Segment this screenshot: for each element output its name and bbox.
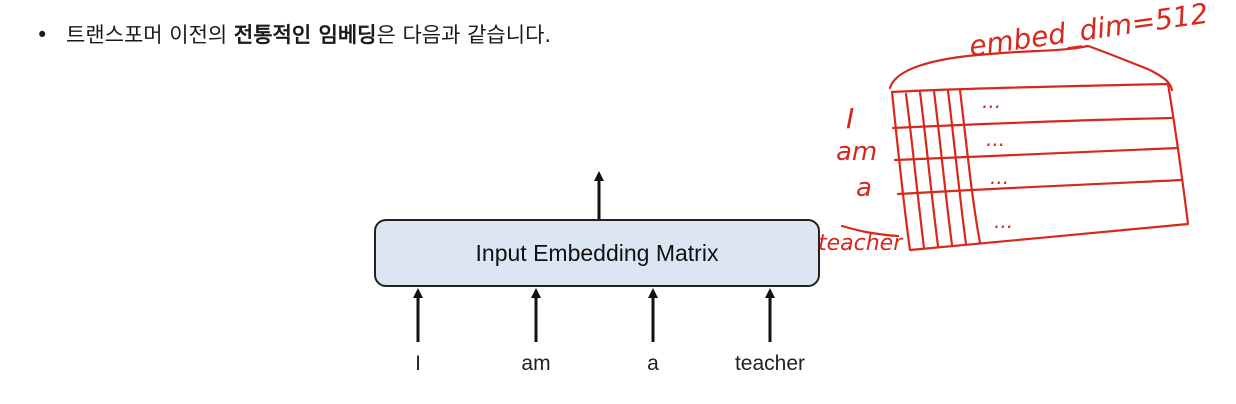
embed-dim-label: embed_dim=512 bbox=[967, 0, 1210, 63]
bullet-text-after: 은 다음과 같습니다. bbox=[376, 23, 552, 47]
bullet-line: • 트랜스포머 이전의 전통적인 임베딩은 다음과 같습니다. bbox=[36, 20, 551, 50]
row-label: a bbox=[856, 173, 872, 203]
row-label: I bbox=[846, 102, 854, 135]
row-label: teacher bbox=[818, 231, 904, 256]
matrix-outline bbox=[890, 82, 1190, 252]
matrix-box-label: Input Embedding Matrix bbox=[475, 239, 719, 266]
bullet-dot: • bbox=[36, 23, 49, 47]
token-label: teacher bbox=[734, 352, 806, 375]
token-label: a bbox=[647, 352, 659, 375]
token-label: am bbox=[521, 352, 551, 375]
row-label: am bbox=[836, 137, 877, 167]
matrix-column-line bbox=[958, 88, 982, 245]
row-ellipsis: ... bbox=[994, 209, 1013, 233]
matrix-row-line bbox=[893, 146, 1180, 162]
matrix-row-line bbox=[891, 116, 1174, 130]
token-label: I bbox=[415, 352, 421, 375]
matrix-column-line bbox=[932, 89, 954, 247]
input-embedding-matrix-box: Input Embedding Matrix bbox=[374, 219, 820, 287]
matrix-column-line bbox=[946, 89, 968, 246]
dim-brace bbox=[888, 44, 1174, 92]
matrix-column-line bbox=[918, 90, 940, 248]
row-ellipsis: ... bbox=[986, 127, 1005, 151]
matrix-column-line bbox=[904, 92, 926, 250]
bullet-text-bold: 전통적인 임베딩 bbox=[233, 23, 377, 47]
row-ellipsis: ... bbox=[990, 165, 1009, 189]
row-ellipsis: ... bbox=[982, 89, 1001, 113]
teacher-divider bbox=[840, 224, 900, 238]
bullet-text-before: 트랜스포머 이전의 bbox=[66, 23, 234, 47]
matrix-row-line bbox=[896, 178, 1184, 196]
